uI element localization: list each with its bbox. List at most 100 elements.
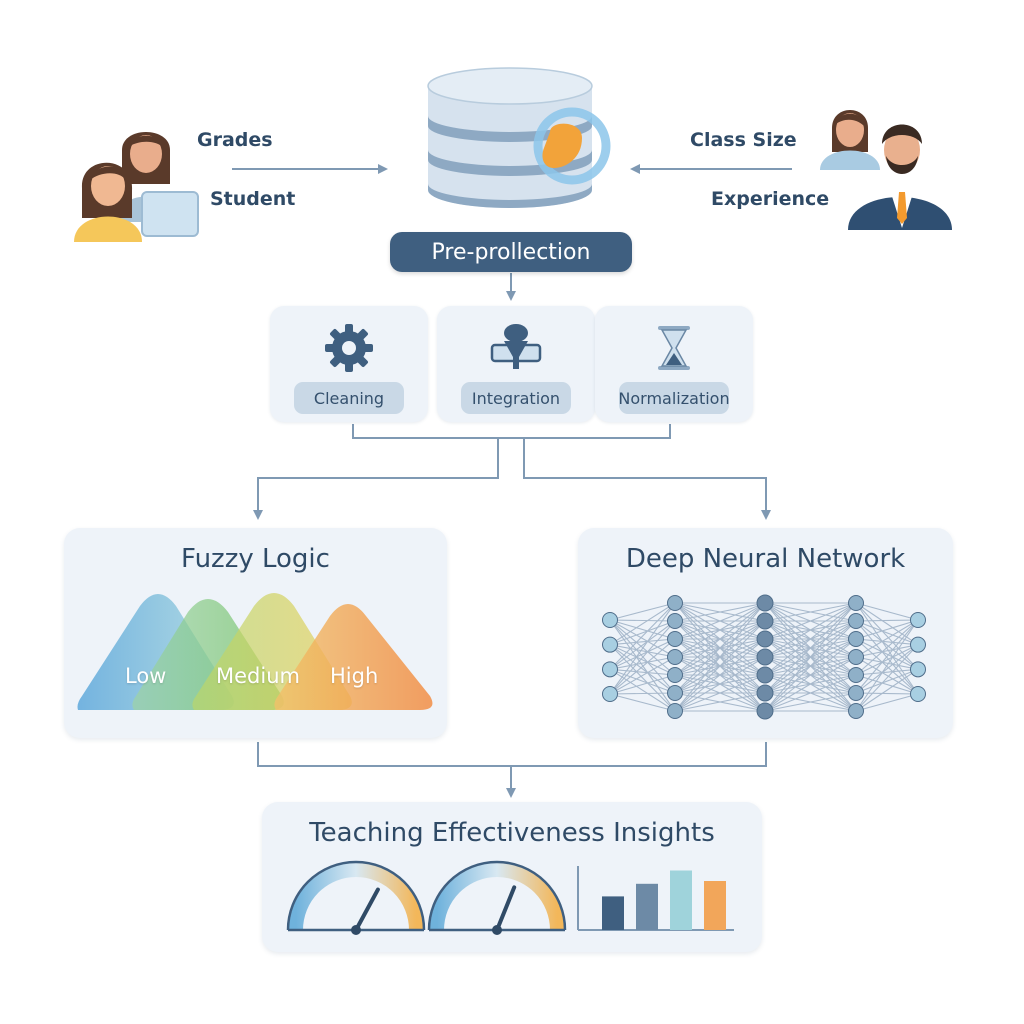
network-node [602, 686, 618, 702]
network-node [848, 703, 864, 719]
gauge-hub [492, 925, 502, 935]
network-edge [609, 668, 676, 694]
network-node [848, 595, 864, 611]
network-edge [609, 602, 676, 695]
network-edge [855, 644, 919, 658]
bar [636, 883, 658, 930]
step-label-normalization: Normalization [618, 382, 730, 414]
network-edge [764, 656, 857, 712]
network-edge [855, 619, 919, 694]
network-edge [609, 644, 676, 676]
step-label-cleaning: Cleaning [294, 382, 404, 414]
insights-panel: Teaching Effectiveness Insights [262, 802, 762, 952]
gauge-rim [427, 860, 567, 931]
network-node [756, 594, 774, 612]
gear-icon [325, 324, 373, 372]
step-card-normalization: Normalization [595, 306, 753, 422]
bar [704, 881, 726, 930]
split-right [523, 438, 771, 520]
network-node [667, 649, 683, 665]
network-edge [855, 674, 919, 695]
network-edge [674, 674, 766, 712]
students-icon [74, 132, 199, 242]
network-edge [674, 602, 766, 712]
bar-chart [577, 866, 734, 931]
network-edge [674, 692, 766, 712]
network-edge [764, 620, 857, 712]
network-edge [855, 619, 919, 658]
network-edge [609, 619, 676, 640]
network-edge [855, 656, 919, 670]
network-node [910, 686, 926, 702]
network-edge [674, 602, 766, 694]
network-edge [855, 638, 919, 695]
network-edge [609, 620, 676, 695]
network-edge [764, 602, 857, 694]
network-edge [609, 656, 676, 695]
network-graph [602, 594, 926, 720]
network-edge [764, 602, 857, 676]
input-label-grades: Grades [197, 129, 273, 151]
network-edge [855, 668, 919, 694]
network-node [667, 703, 683, 719]
network-node [667, 595, 683, 611]
insights-title: Teaching Effectiveness Insights [309, 818, 715, 848]
funnel-icon [490, 324, 542, 369]
network-edge [855, 620, 919, 646]
preprocess-pill: Pre-prollection [390, 232, 632, 272]
network-edge [609, 619, 676, 676]
network-edge [764, 692, 857, 712]
network-node [910, 661, 926, 678]
network-edge [855, 668, 919, 712]
network-edge [674, 602, 766, 676]
network-edge [855, 619, 919, 622]
network-node [667, 613, 683, 629]
gauge-hub [351, 925, 361, 935]
gauge-1 [286, 860, 426, 935]
network-edge [609, 620, 676, 670]
network-node [602, 636, 618, 653]
gauge-arc [289, 863, 423, 931]
network-edge [855, 692, 919, 695]
network-edge [764, 638, 857, 712]
network-node [602, 661, 618, 678]
step-card-cleaning: Cleaning [270, 306, 428, 422]
network-edge [609, 602, 676, 621]
network-node [667, 667, 683, 683]
network-edge [609, 619, 676, 712]
fuzzy-set-high [274, 604, 433, 710]
network-edge [855, 602, 919, 670]
network-edge [609, 644, 676, 694]
network-node [602, 612, 618, 628]
network-edge [764, 602, 857, 622]
network-node [848, 613, 864, 629]
network-edge [764, 602, 857, 658]
network-node [848, 667, 864, 683]
network-edge [609, 644, 676, 712]
network-edge [855, 656, 919, 695]
fuzzy-label-medium: Medium [216, 664, 300, 688]
network-node [910, 612, 926, 628]
fuzzy-label-high: High [330, 664, 379, 688]
gauge-needle [495, 885, 517, 932]
membership-functions [77, 593, 433, 710]
network-edge [609, 638, 676, 695]
dnn-title: Deep Neural Network [625, 544, 906, 574]
network-edge [609, 619, 676, 622]
insights-visuals [286, 860, 734, 935]
dnn-panel: Deep Neural Network [578, 528, 953, 738]
fuzzy-label-low: Low [125, 664, 167, 688]
network-edge [764, 602, 857, 640]
step-label-integration: Integration [461, 382, 571, 414]
gauge-arc [430, 863, 564, 931]
network-node [756, 648, 774, 666]
network-node [667, 685, 683, 701]
network-node [756, 612, 774, 630]
network-edge [855, 644, 919, 694]
network-edge [609, 619, 676, 658]
network-edge [764, 602, 857, 712]
network-node [756, 630, 774, 648]
network-edge [855, 644, 919, 676]
split-left [253, 438, 499, 520]
network-edge [855, 620, 919, 670]
